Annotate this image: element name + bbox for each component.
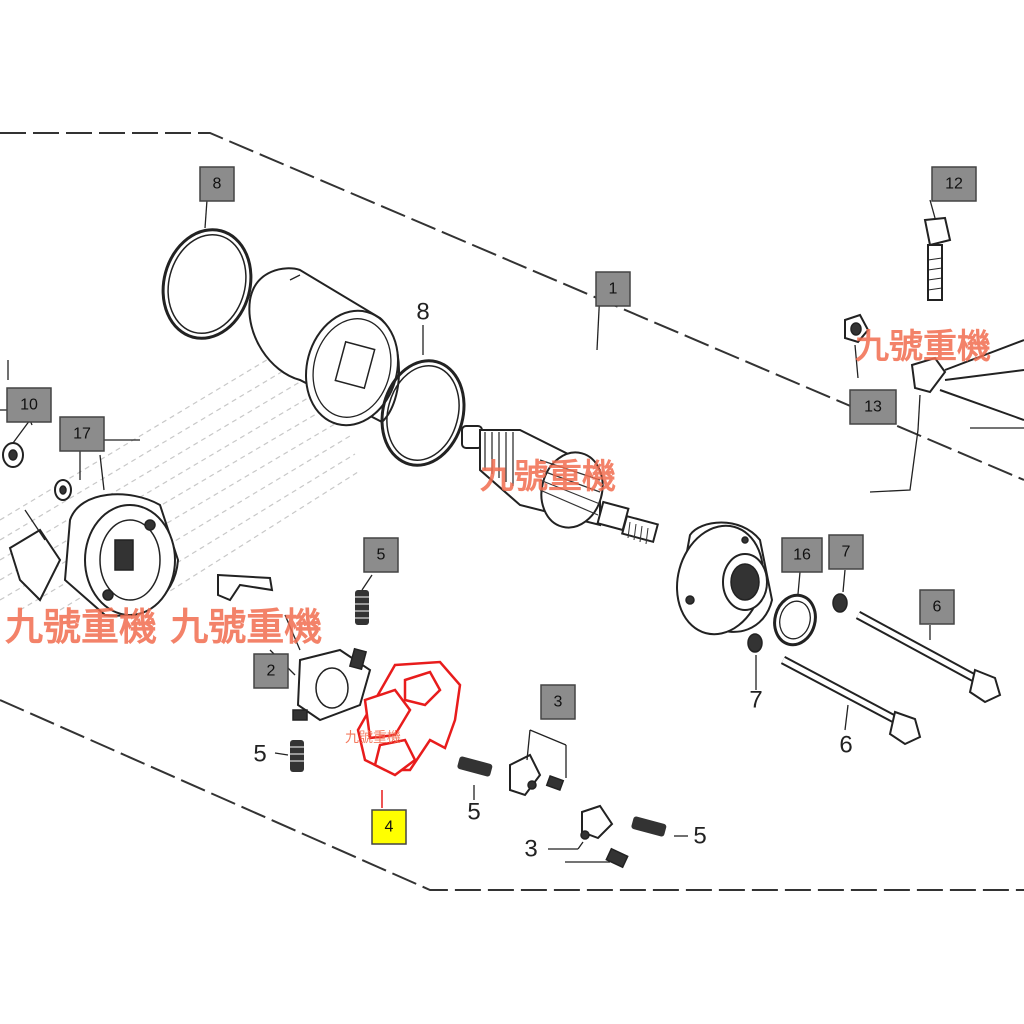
spring-middle [457,756,493,777]
watermark-armature: 九號重機 [480,457,616,497]
washer-10 [2,442,24,468]
svg-text:5: 5 [377,547,386,564]
spring-right [631,816,667,837]
callout-number-5-middle: 5 [467,799,480,826]
svg-text:12: 12 [945,176,963,193]
callout-tag-6: 6 [919,589,955,625]
callout-number-5-left: 5 [253,741,266,768]
motor-case [248,267,400,427]
callout-tag-2: 2 [253,653,289,689]
assembly-frame [0,132,1024,891]
terminal-clip [217,573,274,602]
nut-13 [844,313,870,344]
bolt-12 [923,216,952,301]
svg-text:7: 7 [842,544,851,561]
armature [461,425,660,545]
terminal-set-lower [548,804,629,869]
brush-highlighted [356,660,462,808]
svg-text:4: 4 [385,819,394,836]
washer-7 [747,593,848,653]
callout-tag-16: 16 [781,537,823,573]
rear-housing [8,493,180,617]
clamp-bracket [910,339,1024,421]
o-ring-left [161,228,253,340]
callout-tag-4-highlighted: 4 [371,809,407,845]
spring-upper [355,590,369,625]
callout-tag-12: 12 [931,166,977,202]
o-ring-16 [773,593,817,647]
svg-text:1: 1 [609,281,618,298]
svg-text:2: 2 [267,663,276,680]
long-bolt-lower [780,656,922,746]
spring-left [290,740,304,772]
watermark-right: 九號重機 [855,327,991,367]
callout-tag-1: 1 [595,271,631,307]
svg-text:3: 3 [554,694,563,711]
callout-number-5-right: 5 [693,823,706,850]
o-ring-right [380,359,466,467]
svg-text:6: 6 [933,599,942,616]
watermark-left: 九號重機 九號重機 [5,605,322,649]
callout-tag-17: 17 [59,416,105,452]
brush-holder [284,614,372,722]
callout-tag-13: 13 [849,389,897,425]
terminal-set-upper [509,729,567,797]
svg-text:10: 10 [20,397,38,414]
nut-17 [54,479,72,501]
callout-number-6: 6 [839,732,852,759]
front-cover [676,521,774,636]
callout-tag-5: 5 [363,537,399,573]
svg-text:8: 8 [213,176,222,193]
watermark-small: 九號重機 [345,730,401,746]
callout-number-7: 7 [749,687,762,714]
callout-number-3: 3 [524,836,537,863]
svg-text:16: 16 [793,547,811,564]
callout-tag-10: 10 [6,387,52,423]
callout-tag-8: 8 [199,166,235,202]
callout-number-8: 8 [416,299,429,326]
long-bolt-upper [855,611,1002,704]
svg-text:17: 17 [73,426,91,443]
callout-tag-3: 3 [540,684,576,720]
callout-tag-7: 7 [828,534,864,570]
svg-text:13: 13 [864,399,882,416]
